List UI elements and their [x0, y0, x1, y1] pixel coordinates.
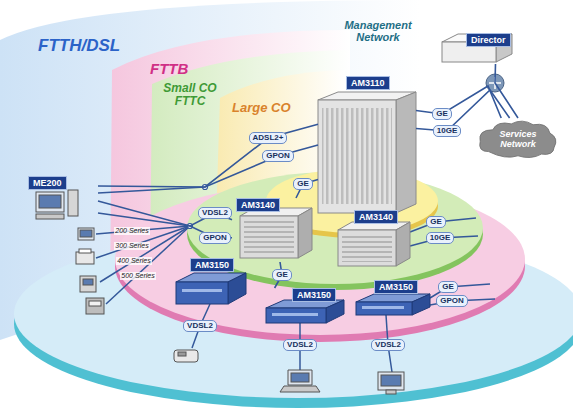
am3150-unit: AM3150: [172, 258, 248, 308]
am3140-drawing: [240, 216, 298, 258]
device-tag: AM3140: [354, 210, 398, 224]
am3140-drawing: [298, 208, 312, 258]
customer-devices: [288, 370, 312, 385]
customer-devices: [386, 390, 396, 394]
device-tag: AM3140: [236, 198, 280, 212]
am3150-drawing: [356, 302, 412, 315]
am3110-chassis: AM3110: [318, 76, 416, 214]
am3150-unit: AM3150: [352, 280, 432, 316]
device-tag: AM3110: [346, 76, 390, 90]
am3150-drawing: [362, 306, 404, 309]
am3140-shelf: AM3140: [232, 198, 312, 262]
cloud-shape: [480, 121, 556, 157]
device-tag: ME200: [28, 176, 67, 190]
access-wire: [100, 226, 190, 282]
customer-devices: [78, 228, 94, 240]
am3110-drawing: [318, 92, 416, 213]
customer-devices: [80, 276, 96, 292]
link-label: 10GE: [433, 125, 461, 137]
link-line: [98, 124, 318, 187]
link-label: GE: [432, 108, 452, 120]
customer-devices: [174, 350, 198, 362]
customer-devices: [83, 279, 93, 285]
am3110-drawing: [396, 92, 416, 213]
link-label: GPON: [262, 150, 294, 162]
device-tag: AM3150: [292, 288, 336, 302]
am3140-shelf: AM3140: [334, 210, 412, 268]
band-title: FTTB: [150, 60, 188, 77]
link-label: GE: [438, 281, 458, 293]
am3150-drawing: [412, 294, 430, 315]
access-wire: [96, 226, 190, 234]
customer-devices: [381, 375, 401, 386]
am3150-drawing: [326, 300, 344, 323]
am3150-drawing: [228, 273, 246, 304]
cloud-label: Services Network: [487, 129, 549, 149]
am3110-drawing: [322, 108, 392, 204]
device-tag: Director: [466, 33, 511, 47]
link-label: GPON: [199, 232, 231, 244]
am3150-drawing: [176, 282, 228, 304]
series-label: 400 Series: [116, 257, 151, 265]
link-label: GE: [293, 178, 313, 190]
customer-devices: [36, 192, 64, 212]
customer-devices: [378, 372, 404, 390]
director-drawing: [442, 34, 512, 62]
cloud-text-box: Services Network: [487, 129, 549, 149]
device-tag: AM3150: [374, 280, 418, 294]
link-label: GPON: [436, 295, 468, 307]
link-label: 10GE: [426, 232, 454, 244]
am3150-drawing: [182, 289, 222, 292]
me200-site: ME200: [26, 176, 98, 226]
am3150-drawing: [266, 308, 326, 323]
am3140-drawing: [396, 222, 410, 266]
services-cloud: Services Network: [476, 118, 560, 160]
access-wire: [96, 226, 190, 258]
series-label: 300 Series: [114, 242, 149, 250]
network-heading: Management Network: [328, 19, 428, 43]
customer-devices: [178, 352, 186, 356]
customer-devices: [76, 252, 94, 264]
customer-devices: [36, 190, 404, 394]
link-label: VDSL2: [198, 207, 232, 219]
am3150-drawing: [176, 273, 430, 323]
customer-devices: [86, 298, 104, 314]
am3140-drawing: [244, 220, 294, 254]
link-label: VDSL2: [183, 320, 217, 332]
customer-devices: [291, 373, 309, 382]
customer-devices: [89, 301, 101, 306]
am3150-drawing: [272, 313, 318, 316]
am3140-drawing: [342, 234, 392, 262]
am3140-drawing: [338, 230, 396, 266]
customer-devices: [80, 230, 92, 237]
band-title: Large CO: [232, 100, 291, 115]
director-server: Director: [440, 30, 514, 64]
band-title: Small CO FTTC: [158, 82, 222, 108]
series-label: 200 Series: [114, 227, 149, 235]
band-title: FTTH/DSL: [38, 36, 120, 55]
customer-devices: [280, 386, 320, 392]
am3110-drawing: [318, 100, 396, 213]
link-label: VDSL2: [371, 339, 405, 351]
am3140-drawing: [240, 208, 410, 266]
device-tag: AM3150: [190, 258, 234, 272]
link-label: GE: [272, 269, 292, 281]
link-label: GE: [426, 216, 446, 228]
series-label: 500 Series: [120, 272, 155, 280]
am3150-unit: AM3150: [262, 288, 346, 324]
link-label: VDSL2: [283, 339, 317, 351]
customer-devices: [36, 214, 64, 219]
link-label: ADSL2+: [249, 132, 288, 144]
link-line: [416, 90, 510, 131]
customer-devices: [79, 249, 91, 253]
link-line: [98, 145, 318, 193]
customer-devices: [39, 195, 61, 208]
customer-devices: [68, 190, 78, 216]
